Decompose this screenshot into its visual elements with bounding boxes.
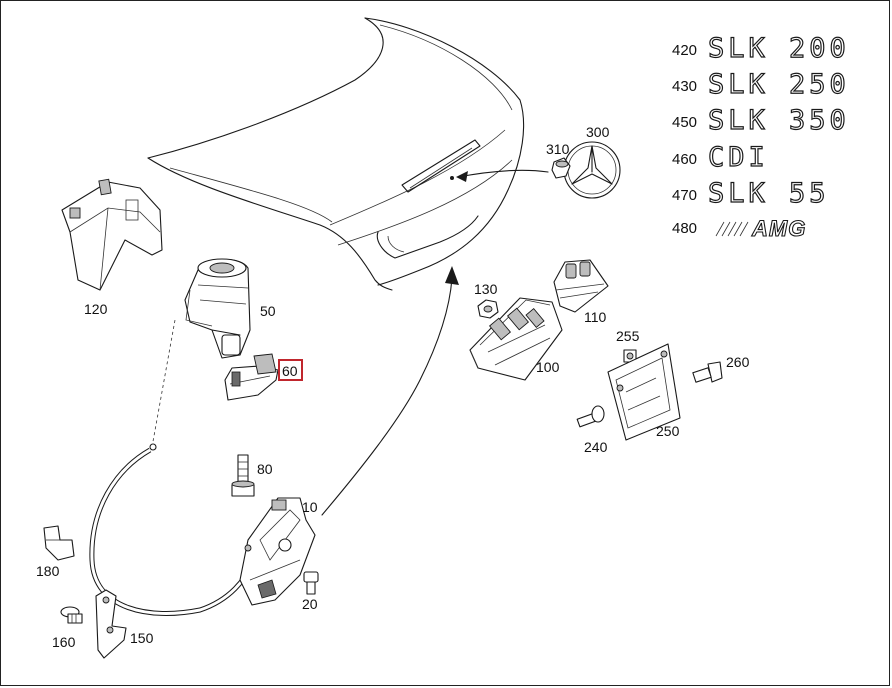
label-160: 160 (52, 634, 76, 650)
badge-code-430: 430 (672, 78, 697, 95)
lock-cylinder-part (184, 258, 251, 359)
label-130: 130 (474, 281, 498, 297)
model-badges: 420 SLK 200 430 SLK 250 450 SLK 350 460 … (672, 32, 850, 241)
label-20: 20 (302, 596, 318, 612)
screw-part-240 (576, 405, 605, 428)
badge-text-480: AMG (751, 216, 806, 241)
part-labels: 120 50 60 80 10 20 180 160 150 130 100 1… (36, 124, 750, 650)
label-250: 250 (656, 423, 680, 439)
badge-code-480: 480 (672, 220, 697, 237)
bushing-part (551, 157, 571, 179)
cover-part-60 (224, 353, 279, 401)
light-housing-part (469, 297, 563, 381)
label-180: 180 (36, 563, 60, 579)
label-255: 255 (616, 328, 640, 344)
label-100: 100 (536, 359, 560, 375)
star-emblem-part (563, 141, 621, 199)
nut-part-130 (477, 299, 499, 319)
label-150: 150 (130, 630, 154, 646)
clip-part-180 (43, 525, 75, 561)
badge-text-460: CDI (708, 142, 769, 173)
screw-part-160 (60, 606, 83, 624)
label-80: 80 (257, 461, 273, 477)
label-120: 120 (84, 301, 108, 317)
badge-code-450: 450 (672, 114, 697, 131)
bowden-cable (89, 319, 258, 616)
badge-text-430: SLK 250 (708, 69, 850, 100)
label-300: 300 (586, 124, 610, 140)
badge-text-420: SLK 200 (708, 33, 850, 64)
badge-text-470: SLK 55 (708, 178, 830, 209)
label-310: 310 (546, 141, 570, 157)
plate-bracket-part (607, 343, 681, 441)
label-110: 110 (584, 309, 607, 325)
amg-stripes (715, 221, 749, 237)
screw-part-260 (692, 361, 723, 383)
label-260: 260 (726, 354, 750, 370)
screw-part-20 (303, 571, 319, 595)
badge-code-420: 420 (672, 42, 697, 59)
lock-actuator-part (239, 497, 316, 606)
label-10: 10 (302, 499, 318, 515)
label-240: 240 (584, 439, 608, 455)
badge-code-460: 460 (672, 151, 697, 168)
label-60: 60 (282, 363, 298, 379)
bracket-part-150 (95, 589, 127, 659)
badge-code-470: 470 (672, 187, 697, 204)
badge-text-450: SLK 350 (708, 105, 850, 136)
highlight-box (278, 359, 303, 381)
label-50: 50 (260, 303, 276, 319)
switch-part-110 (553, 259, 609, 313)
trunk-lid (147, 17, 525, 291)
bracket-part (61, 178, 163, 291)
bolt-part-80 (231, 454, 255, 497)
